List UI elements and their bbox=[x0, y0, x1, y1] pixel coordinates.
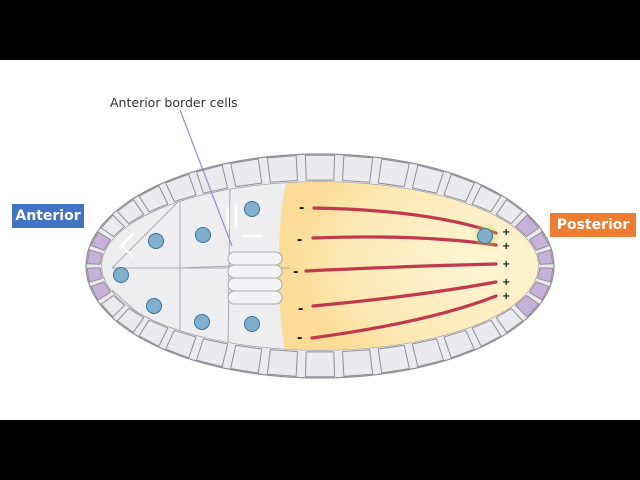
anterior-label: Anterior bbox=[12, 204, 84, 228]
border-cells-callout: Anterior border cells bbox=[110, 95, 238, 110]
follicle-cell bbox=[100, 295, 125, 318]
callout-leader-line bbox=[179, 109, 233, 247]
follicle-cell bbox=[304, 154, 336, 181]
follicle-cell bbox=[377, 158, 410, 188]
plus-end-marker: + bbox=[502, 259, 510, 270]
nucleus bbox=[194, 314, 210, 330]
follicle-cell bbox=[165, 173, 197, 203]
follicle-cell bbox=[342, 155, 374, 183]
plus-end-marker: + bbox=[502, 277, 510, 288]
top-letterbox-bar bbox=[0, 0, 640, 60]
follicle-cell bbox=[138, 185, 169, 213]
follicle-cell bbox=[195, 338, 229, 368]
plus-end-marker: + bbox=[502, 241, 510, 252]
follicle-cell bbox=[537, 267, 554, 283]
follicle-cell bbox=[90, 281, 112, 301]
nucleus bbox=[195, 227, 211, 243]
nucleus bbox=[148, 233, 164, 249]
plus-end-marker: + bbox=[502, 291, 510, 302]
follicle-cell bbox=[411, 164, 445, 194]
minus-end-marker: - bbox=[293, 265, 298, 280]
follicle-cell bbox=[86, 267, 103, 283]
follicle-cell bbox=[495, 199, 524, 225]
follicle-cell bbox=[495, 307, 524, 333]
follicle-cell bbox=[138, 319, 169, 347]
follicle-cell bbox=[304, 351, 336, 378]
follicle-cell bbox=[266, 349, 298, 377]
follicle-cell bbox=[342, 349, 374, 377]
egg-chamber-diagram: - - - - - + + + + + bbox=[85, 109, 555, 379]
follicle-cell bbox=[537, 249, 554, 265]
nucleus bbox=[113, 267, 129, 283]
follicle-cell bbox=[515, 295, 540, 318]
bottom-letterbox-bar bbox=[0, 420, 640, 480]
follicle-cell bbox=[528, 281, 550, 301]
nucleus bbox=[244, 201, 260, 217]
follicle-cell bbox=[116, 199, 145, 225]
follicle-cell bbox=[90, 231, 112, 251]
follicle-cell bbox=[230, 158, 263, 188]
minus-end-marker: - bbox=[297, 331, 302, 346]
polarity-markers: - - - - - + + + + + bbox=[293, 201, 510, 346]
follicle-cell bbox=[230, 344, 263, 374]
nuclei bbox=[113, 201, 260, 332]
nucleus bbox=[244, 316, 260, 332]
follicle-cell bbox=[377, 344, 410, 374]
microtubule bbox=[304, 262, 498, 273]
minus-end-marker: - bbox=[297, 233, 302, 248]
follicle-cell bbox=[116, 307, 145, 333]
microtubule bbox=[311, 280, 498, 308]
follicle-cell bbox=[471, 185, 502, 213]
diagram-stage: - - - - - + + + + + Anterior Posterior A… bbox=[0, 60, 640, 420]
follicle-cell bbox=[411, 338, 445, 368]
follicle-cell bbox=[515, 214, 540, 237]
nucleus bbox=[146, 298, 162, 314]
minus-end-marker: - bbox=[298, 302, 303, 317]
minus-end-marker: - bbox=[299, 201, 304, 216]
follicle-cell bbox=[443, 329, 475, 359]
plus-end-marker: + bbox=[502, 227, 510, 238]
microtubule bbox=[310, 294, 498, 340]
posterior-label: Posterior bbox=[550, 213, 636, 237]
oocyte-nucleus bbox=[477, 228, 493, 244]
follicle-cell bbox=[528, 231, 550, 251]
follicle-cell bbox=[165, 329, 197, 359]
follicle-cell bbox=[86, 249, 103, 265]
cell-highlights bbox=[119, 204, 264, 258]
follicle-cell bbox=[443, 173, 475, 203]
anterior-border-cells bbox=[227, 251, 283, 305]
follicle-cell bbox=[471, 319, 502, 347]
follicle-cell bbox=[266, 155, 298, 183]
follicle-cell bbox=[100, 214, 125, 237]
